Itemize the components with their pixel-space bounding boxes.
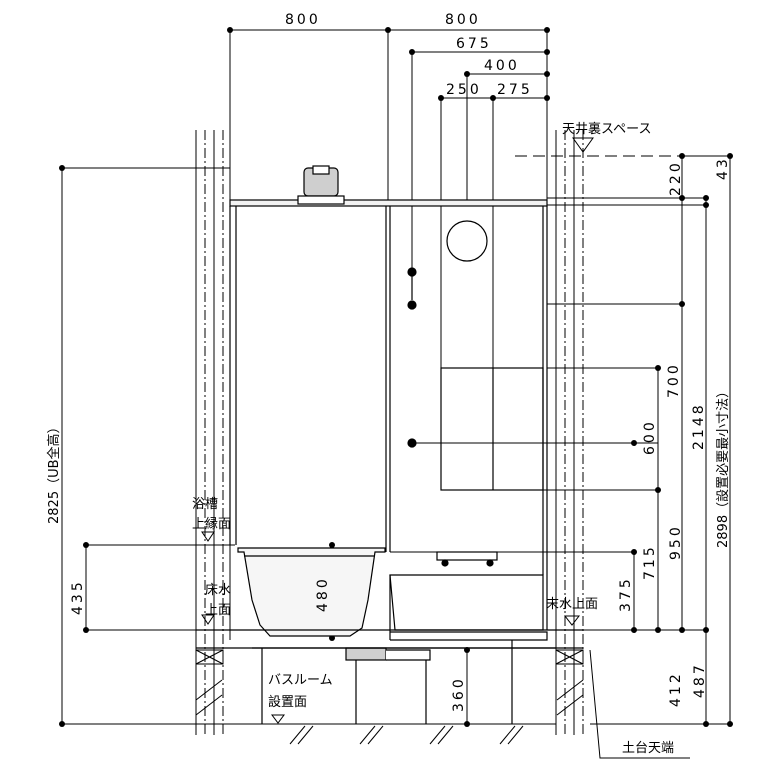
label-bathroom-1: バスルーム (268, 673, 333, 688)
dim-43: 43 (715, 156, 731, 180)
label-bathroom-2: 設置面 (268, 694, 307, 710)
label-floor-water-2: 上面 (205, 603, 231, 618)
dim-375: 375 (618, 576, 634, 612)
foundation-hatching (195, 649, 584, 745)
bathroom-unit (196, 165, 583, 724)
dim-715: 715 (642, 544, 658, 580)
dim-487: 487 (692, 662, 708, 698)
dim-2898: 2898（設置必要最小寸法） (715, 385, 731, 548)
dim-top-left-800: 800 (285, 12, 321, 28)
label-tub-rim-1: 浴槽 (192, 497, 218, 512)
dim-2825: 2825（UB全高） (46, 420, 62, 524)
label-foundation: 土台天端 (622, 741, 674, 756)
label-floor-water-1: 床水 (205, 583, 231, 598)
dim-435: 435 (70, 579, 86, 615)
dim-700: 700 (666, 362, 682, 398)
label-ceiling-space: 天井裏スペース (562, 122, 651, 137)
dim-220: 220 (668, 160, 684, 196)
dim-950: 950 (668, 524, 684, 560)
dim-412: 412 (668, 671, 684, 707)
dim-400: 400 (484, 58, 520, 74)
dim-250: 250 (446, 82, 482, 98)
dim-2148: 2148 (691, 402, 707, 450)
wall-lines (195, 130, 680, 735)
dim-top-right-800: 800 (445, 12, 481, 28)
level-markers (201, 137, 594, 724)
label-end-water: 末水上面 (546, 597, 598, 612)
dim-275: 275 (497, 82, 533, 98)
dim-600: 600 (642, 419, 658, 455)
outer-dimension-lines (61, 29, 731, 759)
dim-480: 480 (315, 576, 331, 612)
label-tub-rim-2: 上縁面 (192, 516, 231, 532)
dim-360: 360 (451, 676, 467, 712)
dim-675: 675 (456, 36, 492, 52)
dimension-endpoints (59, 27, 733, 727)
